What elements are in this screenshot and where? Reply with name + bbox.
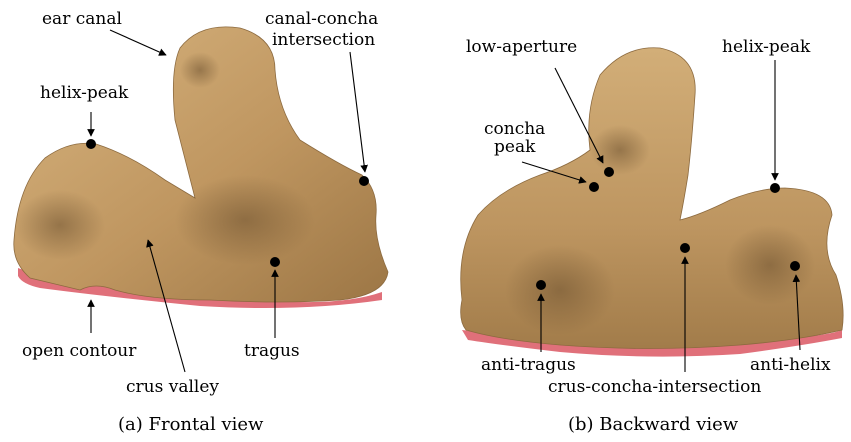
marker-tragus-a xyxy=(270,257,280,267)
arrow-ear-canal xyxy=(110,30,166,55)
caption-b: (b) Backward view xyxy=(568,414,739,435)
marker-concha-peak xyxy=(589,182,599,192)
label-tragus: tragus xyxy=(244,341,300,361)
shadow-helix-area xyxy=(15,190,105,260)
shadow-tragus-area xyxy=(175,175,315,265)
shadow-anti-helix-area xyxy=(725,225,815,305)
marker-crus-concha-intersection xyxy=(680,243,690,253)
label-crus-concha-intersection: crus-concha-intersection xyxy=(548,377,761,397)
marker-helix-peak-a xyxy=(86,139,96,149)
label-concha-peak-line2: peak xyxy=(494,137,536,157)
label-crus-valley: crus valley xyxy=(126,377,219,397)
marker-low-aperture xyxy=(604,167,614,177)
shadow-aperture-area xyxy=(590,125,650,175)
marker-helix-peak-b xyxy=(770,183,780,193)
label-canal-concha-line2: intersection xyxy=(272,30,375,50)
label-helix-peak-b: helix-peak xyxy=(722,37,811,57)
caption-a: (a) Frontal view xyxy=(118,414,264,435)
label-low-aperture: low-aperture xyxy=(466,37,577,57)
marker-anti-helix xyxy=(790,261,800,271)
marker-canal-concha-a xyxy=(359,176,369,186)
label-anti-tragus: anti-tragus xyxy=(481,355,576,375)
shadow-anti-tragus-area xyxy=(505,245,615,335)
label-ear-canal: ear canal xyxy=(42,9,122,29)
panel-b: low-aperture concha peak helix-peak anti… xyxy=(461,37,843,435)
panel-a: ear canal canal-concha intersection heli… xyxy=(14,9,388,435)
label-concha-peak-line1: concha xyxy=(484,119,545,139)
label-canal-concha-line1: canal-concha xyxy=(265,9,378,29)
label-open-contour: open contour xyxy=(22,341,137,361)
marker-anti-tragus xyxy=(536,280,546,290)
arrow-canal-concha xyxy=(350,52,365,172)
label-anti-helix: anti-helix xyxy=(750,355,831,375)
label-helix-peak-a: helix-peak xyxy=(40,83,129,103)
shadow-canal-opening xyxy=(180,52,220,88)
